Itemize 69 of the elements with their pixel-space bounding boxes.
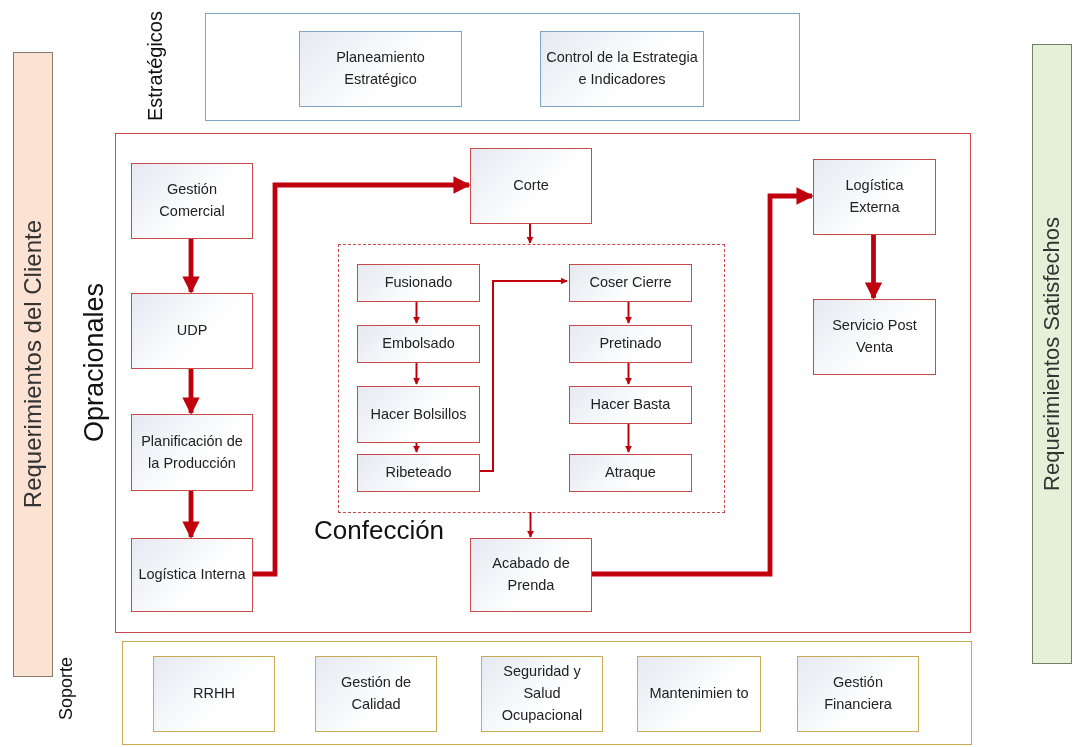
box-label: Planeamiento Estratégico xyxy=(335,48,426,89)
arrow xyxy=(526,222,534,244)
process-box xyxy=(315,656,437,732)
process-box xyxy=(153,656,275,732)
process-box xyxy=(131,293,253,369)
process-box xyxy=(299,31,462,107)
box-label: Corte xyxy=(513,176,549,196)
arrow xyxy=(477,277,568,472)
box-label: Atraque xyxy=(605,463,656,483)
side-band xyxy=(13,52,53,677)
box-label: Planificación de la Producción xyxy=(140,431,244,473)
box-label: Embolsado xyxy=(382,334,455,354)
process-box xyxy=(470,148,592,224)
arrow xyxy=(624,360,633,385)
arrow xyxy=(182,368,200,415)
process-box xyxy=(813,299,936,375)
box-label: Ribeteado xyxy=(385,463,452,483)
arrow xyxy=(412,299,421,324)
box-label: Servicio Post Venta xyxy=(831,316,918,357)
box-label: Seguridad y Salud Ocupacional xyxy=(500,662,584,725)
arrow xyxy=(182,238,200,294)
box-label: Gestión Financiera xyxy=(823,673,893,714)
group-heading: Estratégicos xyxy=(145,11,165,122)
box-label: Acabado de Prenda xyxy=(491,554,571,595)
process-box xyxy=(569,264,692,302)
side-band xyxy=(1032,44,1072,664)
box-label: Logística Interna xyxy=(138,565,246,585)
process-box xyxy=(357,386,480,443)
arrow xyxy=(412,440,421,453)
process-box xyxy=(797,656,919,732)
box-label: UDP xyxy=(176,321,208,341)
process-box xyxy=(470,538,592,612)
box-label: Logística Externa xyxy=(844,176,905,217)
box-label: Gestión Comercial xyxy=(158,180,226,221)
process-box xyxy=(131,163,253,239)
box-label: Pretinado xyxy=(599,334,662,354)
process-box xyxy=(357,325,480,363)
group-heading: Soporte xyxy=(57,657,75,721)
process-box xyxy=(637,656,761,732)
process-box xyxy=(569,325,692,363)
arrow xyxy=(252,176,471,577)
box-label: Mantenimien to xyxy=(649,684,749,704)
arrow xyxy=(624,299,633,324)
process-box xyxy=(131,414,253,491)
arrow xyxy=(591,187,814,577)
box-label: Coser Cierre xyxy=(589,273,672,293)
arrow xyxy=(412,360,421,385)
process-box xyxy=(357,454,480,492)
process-box xyxy=(813,159,936,235)
process-box xyxy=(131,538,253,612)
process-box xyxy=(569,454,692,492)
group-heading: Confección xyxy=(314,517,445,543)
box-label: Control de la Estrategia e Indicadores xyxy=(546,48,698,89)
process-box xyxy=(357,264,480,302)
group-heading: Opracionales xyxy=(81,283,108,443)
box-label: Fusionado xyxy=(384,273,453,293)
box-label: Gestión de Calidad xyxy=(339,673,413,714)
arrow xyxy=(526,511,535,538)
process-box xyxy=(569,386,692,424)
band-label: Requerimientos Satisfechos xyxy=(1039,217,1065,491)
process-box xyxy=(481,656,603,732)
process-box xyxy=(540,31,704,107)
box-label: RRHH xyxy=(193,684,235,704)
arrow xyxy=(624,421,633,453)
band-label: Requerimientos del Cliente xyxy=(19,220,47,509)
box-label: Hacer Bolsillos xyxy=(370,404,467,424)
box-label: Hacer Basta xyxy=(590,395,671,415)
arrow xyxy=(864,234,883,300)
arrow xyxy=(182,490,200,539)
